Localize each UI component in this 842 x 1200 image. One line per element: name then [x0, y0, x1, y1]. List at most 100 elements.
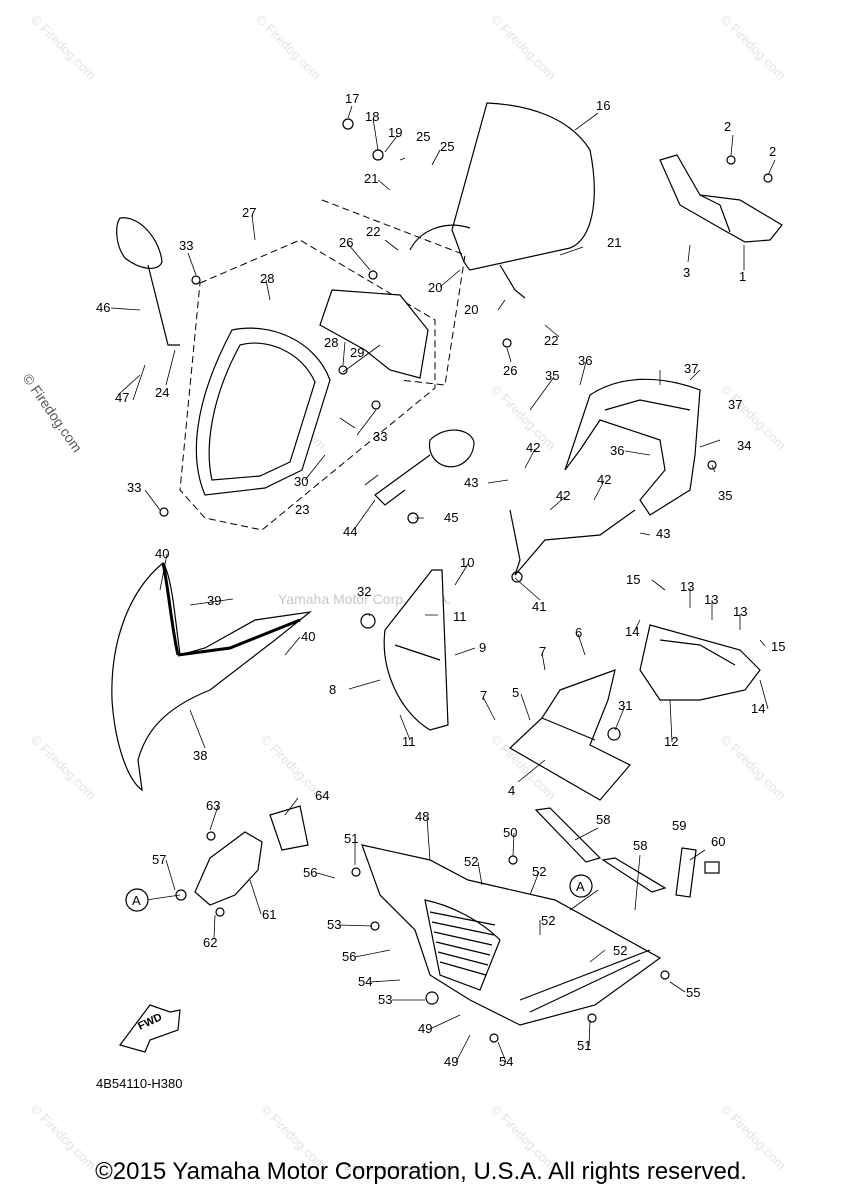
part-label: 3 — [683, 265, 690, 280]
part-label: 42 — [597, 472, 611, 487]
part-label: 52 — [532, 864, 546, 879]
side-watermark: © Firedog.com — [20, 371, 86, 456]
part-label: 8 — [329, 682, 336, 697]
part-label: 11 — [402, 734, 416, 749]
part-label: 9 — [479, 640, 486, 655]
part-label: 19 — [388, 125, 402, 140]
svg-text:A: A — [132, 893, 141, 908]
part-label: 26 — [339, 235, 353, 250]
fwd-arrow-icon: FWD — [118, 1004, 181, 1053]
part-label: 59 — [672, 818, 686, 833]
part-label: 58 — [633, 838, 647, 853]
upper-cowling-part-30 — [195, 327, 331, 496]
leader-lines — [110, 105, 776, 1063]
part-label: 44 — [343, 524, 357, 539]
watermark-text: © Firedog.com — [718, 732, 789, 803]
wire-harness-part-41 — [509, 509, 636, 576]
part-label: 40 — [301, 629, 315, 644]
part-label: 53 — [378, 992, 392, 1007]
side-fairing-part-38 — [111, 562, 313, 792]
part-label: 20 — [464, 302, 478, 317]
part-label: 32 — [357, 584, 371, 599]
part-number-labels: 1 2 2 3 4 5 6 7 7 8 9 10 11 11 12 13 13 … — [96, 91, 785, 1069]
part-label: 15 — [771, 639, 785, 654]
part-label: 49 — [444, 1054, 458, 1069]
windscreen-part-16 — [409, 102, 595, 299]
part-label: 31 — [618, 698, 632, 713]
part-label: 14 — [751, 701, 765, 716]
panel-part-4 — [508, 669, 631, 801]
ref-marker-left: A — [125, 888, 149, 912]
watermark-text: © Firedog.com — [718, 382, 789, 453]
part-label: 5 — [512, 685, 519, 700]
pad-part-58a — [534, 807, 602, 863]
part-label: 10 — [460, 555, 474, 570]
part-label: 23 — [295, 502, 309, 517]
part-label: 28 — [260, 271, 274, 286]
part-label: 58 — [596, 812, 610, 827]
part-label: 30 — [294, 474, 308, 489]
part-label: 43 — [464, 475, 478, 490]
part-label: 54 — [358, 974, 372, 989]
part-label: 45 — [444, 510, 458, 525]
part-label: 2 — [724, 119, 731, 134]
inner-fairing-part-8 — [383, 569, 449, 731]
fairing-assembly-boundary — [179, 239, 436, 531]
pad-part-58b — [601, 857, 667, 893]
part-label: 21 — [607, 235, 621, 250]
part-label: 61 — [262, 907, 276, 922]
part-label: 48 — [415, 809, 429, 824]
part-label: 17 — [345, 91, 359, 106]
part-label: 25 — [440, 139, 454, 154]
svg-text:A: A — [576, 879, 585, 894]
part-label: 15 — [626, 572, 640, 587]
watermark-text: © Firedog.com — [28, 12, 99, 83]
tiny-print: (c) 2005-2015 Yamaha Motor Corporation, … — [345, 1166, 455, 1172]
part-label: 20 — [428, 280, 442, 295]
meter-panel-part-1 — [659, 154, 783, 243]
part-label: 64 — [315, 788, 329, 803]
part-label: 62 — [203, 935, 217, 950]
part-label: 52 — [613, 943, 627, 958]
part-label: 50 — [503, 825, 517, 840]
part-label: 12 — [664, 734, 678, 749]
part-label: 16 — [596, 98, 610, 113]
part-label: 46 — [96, 300, 110, 315]
part-label: 29 — [350, 345, 364, 360]
part-label: 1 — [739, 269, 746, 284]
part-label: 43 — [656, 526, 670, 541]
part-label: 55 — [686, 985, 700, 1000]
part-label: 26 — [503, 363, 517, 378]
part-label: 37 — [684, 361, 698, 376]
pad-part-59 — [675, 847, 697, 898]
part-label: 11 — [453, 609, 467, 624]
part-label: 49 — [418, 1021, 432, 1036]
part-label: 33 — [127, 480, 141, 495]
part-label: 40 — [155, 546, 169, 561]
part-label: 27 — [242, 205, 256, 220]
part-label: 7 — [480, 688, 487, 703]
part-label: 34 — [737, 438, 751, 453]
part-label: 7 — [539, 644, 546, 659]
part-label: 18 — [365, 109, 379, 124]
diagram-code: 4B54110-H380 — [96, 1076, 183, 1091]
part-label: 24 — [155, 385, 169, 400]
part-label: 35 — [545, 368, 559, 383]
part-label: 41 — [532, 599, 546, 614]
part-label: 13 — [680, 579, 694, 594]
part-label: 53 — [327, 917, 341, 932]
part-label: 56 — [303, 865, 317, 880]
watermark-text: © Firedog.com — [718, 12, 789, 83]
part-label: 6 — [575, 625, 582, 640]
part-label: 22 — [366, 224, 380, 239]
copyright-notice: ©2015 Yamaha Motor Corporation, U.S.A. A… — [95, 1158, 747, 1185]
inner-panel-part-34 — [564, 378, 701, 516]
part-label: 2 — [769, 144, 776, 159]
bracket-part-61 — [194, 831, 263, 906]
part-label: 51 — [344, 831, 358, 846]
part-label: 52 — [541, 913, 555, 928]
pad-part-60 — [704, 861, 720, 874]
watermark-text: © Firedog.com — [28, 732, 99, 803]
part-label: 57 — [152, 852, 166, 867]
